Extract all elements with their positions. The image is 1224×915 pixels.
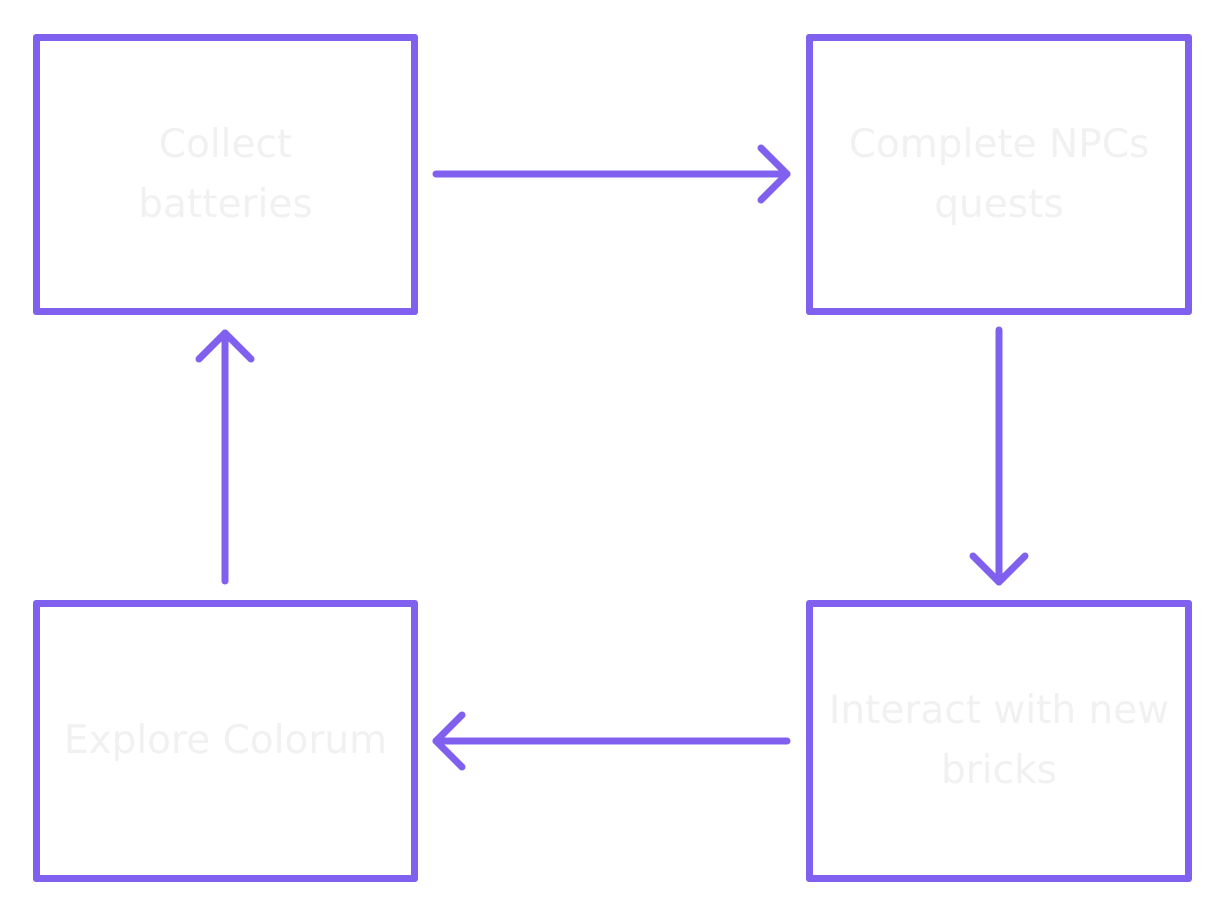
node-explore-colorum: Explore Colorum [33, 600, 418, 882]
arrow-quests-to-bricks [969, 326, 1029, 586]
node-label: Explore Colorum [63, 718, 388, 763]
node-complete-npcs-quests: Complete NPCs quests [806, 34, 1192, 315]
arrow-explore-to-collect [195, 329, 255, 585]
arrow-collect-to-quests [432, 144, 791, 204]
node-collect-batteries: Collect batteries [33, 34, 418, 315]
node-label: Collect batteries [138, 121, 313, 227]
node-label: Complete NPCs quests [848, 121, 1150, 227]
arrow-bricks-to-explore [432, 711, 791, 771]
node-interact-with-new-bricks: Interact with new bricks [806, 600, 1192, 882]
node-label: Interact with new bricks [828, 688, 1170, 793]
